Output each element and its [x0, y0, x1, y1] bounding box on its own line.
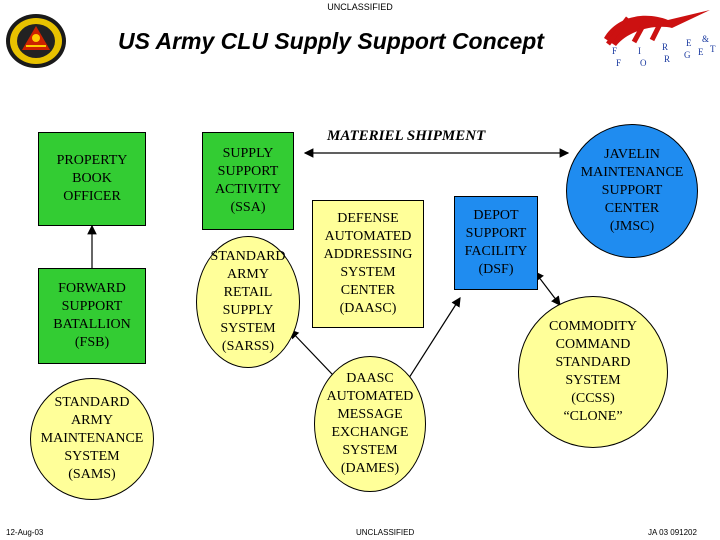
- depot-support-facility-label: DEPOT SUPPORT FACILITY (DSF): [464, 208, 528, 277]
- svg-text:G: G: [684, 50, 691, 60]
- svg-text:R: R: [664, 54, 670, 64]
- arrow-dsf-to-ccss: [534, 271, 561, 306]
- sarss-oval: STANDARD ARMY RETAIL SUPPLY SYSTEM (SARS…: [196, 236, 300, 368]
- footer-date: 12-Aug-03: [6, 528, 44, 537]
- page-title: US Army CLU Supply Support Concept: [118, 28, 544, 54]
- dames-oval: DAASC AUTOMATED MESSAGE EXCHANGE SYSTEM …: [314, 356, 426, 492]
- classification-bottom: UNCLASSIFIED: [356, 528, 415, 537]
- svg-text:R: R: [662, 42, 668, 52]
- daasc-label: DEFENSE AUTOMATED ADDRESSING SYSTEM CENT…: [323, 211, 413, 316]
- svg-text:F: F: [616, 58, 621, 68]
- svg-text:F: F: [612, 46, 617, 56]
- svg-text:O: O: [640, 58, 647, 68]
- sams-oval: STANDARD ARMY MAINTENANCE SYSTEM (SAMS): [30, 378, 154, 500]
- daasc-box: DEFENSE AUTOMATED ADDRESSING SYSTEM CENT…: [312, 200, 424, 328]
- svg-text:E: E: [698, 47, 704, 57]
- property-book-officer-box: PROPERTY BOOK OFFICER: [38, 132, 146, 226]
- forward-support-battalion-label: FORWARD SUPPORT BATALLION (FSB): [53, 281, 131, 350]
- jmsc-oval: JAVELIN MAINTENANCE SUPPORT CENTER (JMSC…: [566, 124, 698, 258]
- ccss-oval: COMMODITY COMMAND STANDARD SYSTEM (CCSS)…: [518, 296, 668, 448]
- supply-support-activity-label: SUPPLY SUPPORT ACTIVITY (SSA): [214, 146, 282, 215]
- depot-support-facility-box: DEPOT SUPPORT FACILITY (DSF): [454, 196, 538, 290]
- javelin-logo: F I R E & F O R G E T: [604, 10, 716, 68]
- property-book-officer-label: PROPERTY BOOK OFFICER: [56, 153, 128, 204]
- sams-label: STANDARD ARMY MAINTENANCE SYSTEM (SAMS): [40, 395, 144, 482]
- forward-support-battalion-box: FORWARD SUPPORT BATALLION (FSB): [38, 268, 146, 364]
- ccss-label: COMMODITY COMMAND STANDARD SYSTEM (CCSS)…: [549, 319, 637, 424]
- footer-reference: JA 03 091202: [648, 528, 697, 537]
- materiel-shipment-label: MATERIEL SHIPMENT: [327, 128, 486, 144]
- sarss-label: STANDARD ARMY RETAIL SUPPLY SYSTEM (SARS…: [210, 249, 286, 354]
- dames-label: DAASC AUTOMATED MESSAGE EXCHANGE SYSTEM …: [326, 371, 414, 476]
- classification-top: UNCLASSIFIED: [327, 2, 393, 12]
- unit-seal-logo: [6, 14, 66, 68]
- svg-text:E: E: [686, 38, 692, 48]
- svg-text:T: T: [710, 44, 716, 54]
- jmsc-label: JAVELIN MAINTENANCE SUPPORT CENTER (JMSC…: [580, 147, 684, 234]
- svg-text:&: &: [702, 34, 709, 44]
- supply-support-activity-box: SUPPLY SUPPORT ACTIVITY (SSA): [202, 132, 294, 230]
- svg-text:I: I: [638, 46, 641, 56]
